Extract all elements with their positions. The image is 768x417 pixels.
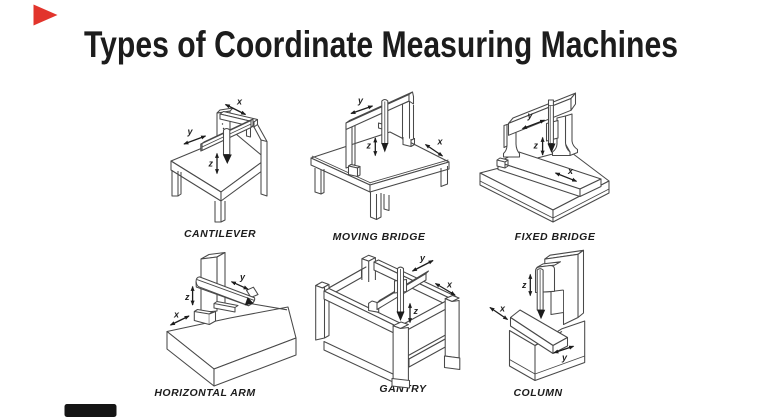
svg-text:x: x <box>236 97 243 107</box>
svg-text:y: y <box>419 253 426 263</box>
svg-text:z: z <box>366 141 372 151</box>
svg-text:x: x <box>173 310 180 320</box>
svg-text:GANTRY: GANTRY <box>379 383 427 395</box>
svg-text:MOVING BRIDGE: MOVING BRIDGE <box>333 231 426 243</box>
svg-text:CANTILEVER: CANTILEVER <box>184 228 256 240</box>
svg-text:x: x <box>446 280 453 290</box>
svg-text:COLUMN: COLUMN <box>513 387 562 399</box>
svg-text:x: x <box>499 304 506 314</box>
svg-text:x: x <box>567 166 574 176</box>
svg-text:y: y <box>527 111 534 121</box>
svg-text:Types of Coordinate Measuring: Types of Coordinate Measuring Machines <box>84 24 678 65</box>
svg-text:y: y <box>239 272 246 282</box>
svg-text:HORIZONTAL ARM: HORIZONTAL ARM <box>154 387 255 399</box>
svg-text:x: x <box>437 137 444 147</box>
svg-text:y: y <box>357 96 364 106</box>
svg-text:y: y <box>187 127 194 137</box>
svg-text:FIXED BRIDGE: FIXED BRIDGE <box>515 231 596 243</box>
svg-text:z: z <box>521 280 527 290</box>
svg-text:z: z <box>208 159 214 169</box>
svg-text:z: z <box>184 292 190 302</box>
svg-text:z: z <box>533 141 539 151</box>
svg-text:z: z <box>413 306 419 316</box>
svg-text:y: y <box>561 353 568 363</box>
